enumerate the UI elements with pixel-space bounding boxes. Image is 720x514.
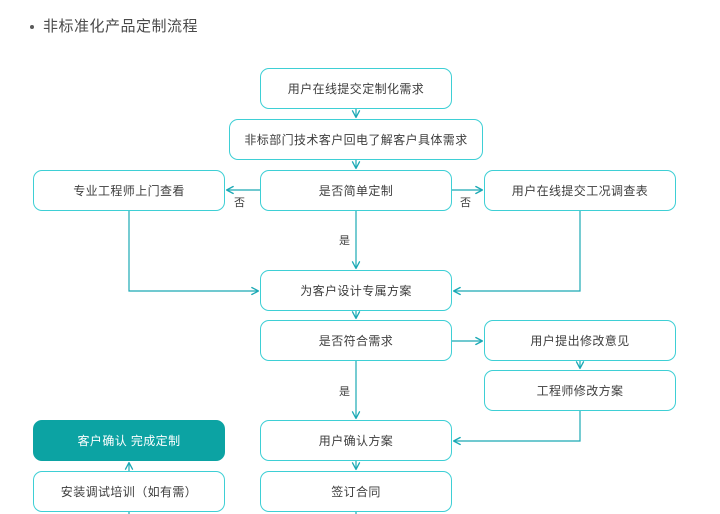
edge-label-yes-middle: 是	[339, 235, 350, 247]
node-label: 工程师修改方案	[536, 384, 624, 398]
node-decision-simple-custom[interactable]: 是否简单定制	[260, 170, 452, 211]
node-label: 用户在线提交工况调查表	[511, 184, 649, 198]
node-decision-meets-requirement[interactable]: 是否符合需求	[260, 320, 452, 361]
node-install-debug-training[interactable]: 安装调试培训（如有需）	[33, 471, 225, 512]
node-user-submit-request[interactable]: 用户在线提交定制化需求	[260, 68, 452, 109]
node-engineer-revise-plan[interactable]: 工程师修改方案	[484, 370, 676, 411]
node-engineer-onsite[interactable]: 专业工程师上门查看	[33, 170, 225, 211]
node-label: 用户确认方案	[318, 434, 394, 448]
node-label: 是否符合需求	[318, 334, 394, 348]
node-dept-callback[interactable]: 非标部门技术客户回电了解客户具体需求	[229, 119, 483, 160]
edge-n9-n10	[452, 411, 581, 446]
edge-n4-n6	[128, 211, 260, 296]
edge-n5-n6	[452, 211, 581, 296]
node-label: 用户在线提交定制化需求	[287, 82, 425, 96]
edge-label-no-left: 否	[234, 197, 245, 209]
node-customer-confirm-complete[interactable]: 客户确认 完成定制	[33, 420, 225, 461]
node-label: 安装调试培训（如有需）	[60, 485, 198, 499]
node-label: 客户确认 完成定制	[77, 434, 181, 448]
page-title-text: 非标准化产品定制流程	[43, 18, 199, 35]
node-user-revision-feedback[interactable]: 用户提出修改意见	[484, 320, 676, 361]
page-title: 非标准化产品定制流程	[30, 17, 198, 37]
node-label: 专业工程师上门查看	[73, 184, 185, 198]
bullet-icon	[30, 25, 34, 29]
node-user-confirm-plan[interactable]: 用户确认方案	[260, 420, 452, 461]
node-label: 是否简单定制	[318, 184, 394, 198]
edge-label-no-right: 否	[460, 197, 471, 209]
node-label: 用户提出修改意见	[530, 334, 630, 348]
node-label: 非标部门技术客户回电了解客户具体需求	[244, 133, 468, 147]
edge-label-yes-lower: 是	[339, 386, 350, 398]
node-sign-contract[interactable]: 签订合同	[260, 471, 452, 512]
node-label: 签订合同	[331, 485, 381, 499]
node-label: 为客户设计专属方案	[300, 284, 412, 298]
node-submit-survey-form[interactable]: 用户在线提交工况调查表	[484, 170, 676, 211]
node-design-solution[interactable]: 为客户设计专属方案	[260, 270, 452, 311]
